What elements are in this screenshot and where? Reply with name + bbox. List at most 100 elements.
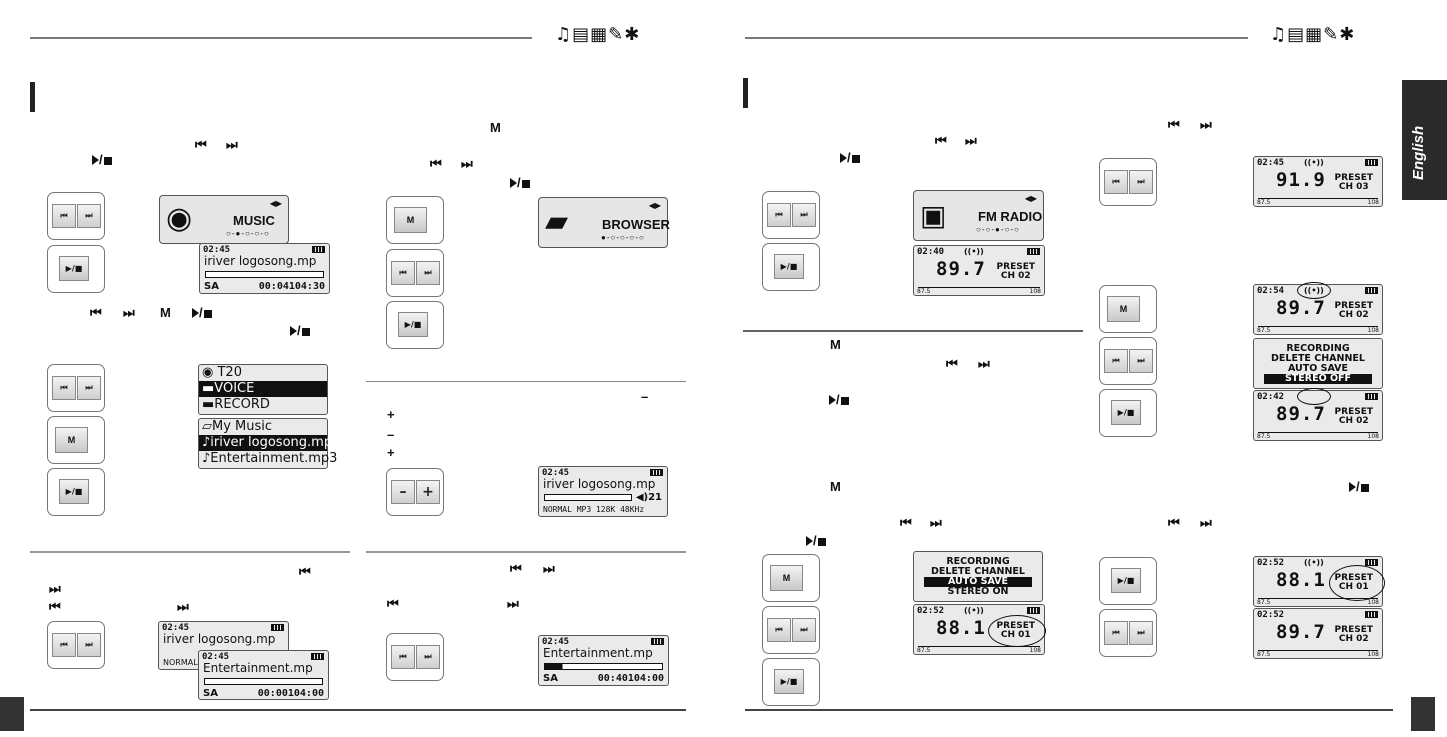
menu-item-selected[interactable]: AUTO SAVE [924,577,1032,587]
menu-item[interactable]: DELETE CHANNEL [931,566,1025,577]
playstop-symbol: / [806,534,826,547]
play-key[interactable]: ▶/■ [398,312,428,337]
prev-symbol: ⏮ [510,561,522,576]
prev-key[interactable]: ⏮ [391,645,415,669]
header-rule-right [745,37,1248,39]
volume-buttons[interactable]: – + [386,468,444,516]
prev-key[interactable]: ⏮ [391,261,415,285]
battery-icon [271,624,284,631]
time: 02:52 [1257,610,1285,620]
list-item-selected[interactable]: ▬VOICE [199,381,327,397]
m-key[interactable]: M [770,565,803,591]
skip-buttons[interactable]: ⏮ ⏭ [762,606,820,654]
play-key[interactable]: ▶/■ [59,256,89,281]
scale-min: 87.5 [917,647,931,654]
prev-key[interactable]: ⏮ [1104,349,1128,373]
prev-key[interactable]: ⏮ [52,376,76,400]
play-stop-button[interactable]: ▶/■ [762,243,820,291]
skip-buttons[interactable]: ⏮ ⏭ [386,249,444,297]
volume-down-key[interactable]: – [391,480,415,504]
song-title: Entertainment.mp [203,661,313,675]
time: 02:40 [917,247,945,257]
menu-item-selected[interactable]: STEREO OFF [1264,374,1372,384]
time: 02:52 [1257,558,1285,568]
minus-symbol: – [641,389,649,404]
prev-key[interactable]: ⏮ [767,618,791,642]
next-key[interactable]: ⏭ [1129,621,1153,645]
prev-key[interactable]: ⏮ [1104,621,1128,645]
play-stop-button[interactable]: ▶/■ [47,468,105,516]
list-item[interactable]: ♪Entertainment.mp3 [202,451,338,466]
prev-key[interactable]: ⏮ [52,204,76,228]
next-key[interactable]: ⏭ [792,203,816,227]
prev-symbol: ⏮ [299,564,311,579]
menu-button[interactable]: M [386,196,444,244]
prev-symbol: ⏮ [946,356,958,371]
next-key[interactable]: ⏭ [416,645,440,669]
scale-min: 87.5 [917,288,931,295]
play-stop-button[interactable]: ▶/■ [1099,557,1157,605]
play-key[interactable]: ▶/■ [1111,400,1141,425]
menu-button[interactable]: M [1099,285,1157,333]
tuning-scale [1258,650,1378,651]
menu-item[interactable]: RECORDING [946,556,1010,567]
volume-up-key[interactable]: + [416,480,440,504]
scale-max: 108 [1367,199,1379,206]
menu-item[interactable]: DELETE CHANNEL [1271,353,1365,364]
mode-icons-left: ♫▤▦✎✱ [555,24,641,45]
prev-key[interactable]: ⏮ [52,633,76,657]
skip-buttons[interactable]: ⏮ ⏭ [386,633,444,681]
skip-buttons[interactable]: ⏮ ⏭ [762,191,820,239]
play-key[interactable]: ▶/■ [1111,568,1141,593]
next-key[interactable]: ⏭ [77,376,101,400]
list-item[interactable]: ◉ T20 [202,365,242,380]
next-key[interactable]: ⏭ [77,204,101,228]
tuning-scale [918,646,1040,647]
play-stop-button[interactable]: ▶/■ [762,658,820,706]
skip-buttons[interactable]: ⏮ ⏭ [1099,158,1157,206]
skip-buttons[interactable]: ⏮ ⏭ [47,621,105,669]
play-key[interactable]: ▶/■ [59,479,89,504]
next-key[interactable]: ⏭ [792,618,816,642]
prev-symbol: ⏮ [195,137,207,152]
tuning-scale [1258,326,1378,327]
prev-key[interactable]: ⏮ [1104,170,1128,194]
playstop-symbol: / [192,306,212,319]
next-symbol: ⏭ [49,581,61,596]
m-key[interactable]: M [55,427,88,453]
progress-bar [205,271,324,278]
menu-item[interactable]: AUTO SAVE [1287,363,1349,374]
next-key[interactable]: ⏭ [1129,349,1153,373]
skip-buttons[interactable]: ⏮ ⏭ [1099,609,1157,657]
time: 02:52 [917,606,945,616]
skip-buttons[interactable]: ⏮ ⏭ [47,364,105,412]
menu-item[interactable]: STEREO ON [947,586,1009,597]
m-key[interactable]: M [1107,296,1140,322]
play-stop-button[interactable]: ▶/■ [386,301,444,349]
skip-buttons[interactable]: ⏮ ⏭ [47,192,105,240]
menu-button[interactable]: M [762,554,820,602]
play-stop-button[interactable]: ▶/■ [47,245,105,293]
next-key[interactable]: ⏭ [1129,170,1153,194]
battery-icon [1027,607,1040,614]
skip-buttons[interactable]: ⏮ ⏭ [1099,337,1157,385]
menu-item[interactable]: RECORDING [1286,343,1350,354]
list-item[interactable]: ▱My Music [202,419,273,434]
menu-button[interactable]: M [47,416,105,464]
list-item[interactable]: ▬RECORD [202,397,270,412]
play-counter: 00:04104:30 [258,281,325,292]
play-key[interactable]: ▶/■ [774,669,804,694]
play-stop-button[interactable]: ▶/■ [1099,389,1157,437]
m-key[interactable]: M [394,207,427,233]
time: 02:45 [542,468,570,478]
next-key[interactable]: ⏭ [416,261,440,285]
prev-key[interactable]: ⏮ [767,203,791,227]
list-item-selected[interactable]: ♪iriver logosong.mp [199,435,332,451]
scale-max: 108 [1367,433,1379,440]
play-key[interactable]: ▶/■ [774,254,804,279]
minus-symbol: – [387,427,395,442]
section-marker-right [743,78,748,108]
next-key[interactable]: ⏭ [77,633,101,657]
